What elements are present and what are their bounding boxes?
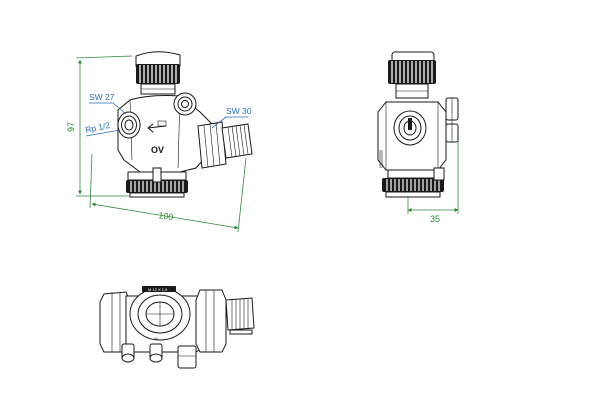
right-union: [197, 121, 253, 169]
top-handwheel: [135, 51, 181, 95]
top-view: M 12 X 1,5 30: [99, 286, 255, 369]
svg-text:M 12 X 1,5: M 12 X 1,5: [148, 287, 168, 292]
dimension-depth-value: 35: [430, 214, 440, 224]
label-thread: Rp 1/2: [84, 120, 111, 135]
dimension-depth: 35: [407, 140, 459, 224]
side-view: 35: [377, 51, 459, 224]
left-inlet: [117, 111, 141, 139]
dimension-length-value: 100: [158, 210, 174, 222]
dimension-height: 97: [66, 55, 133, 197]
bottom-cap: [126, 167, 188, 198]
body-marking: OV: [151, 145, 164, 155]
flow-arrow-icon: [147, 120, 167, 133]
label-sw30: SW 30: [226, 106, 252, 116]
dimension-length: 100: [89, 153, 247, 233]
dimension-height-value: 97: [66, 122, 76, 132]
label-sw27: SW 27: [89, 92, 115, 102]
top-port: [173, 92, 197, 116]
front-view: OV: [66, 51, 253, 233]
svg-text:30: 30: [154, 336, 159, 341]
